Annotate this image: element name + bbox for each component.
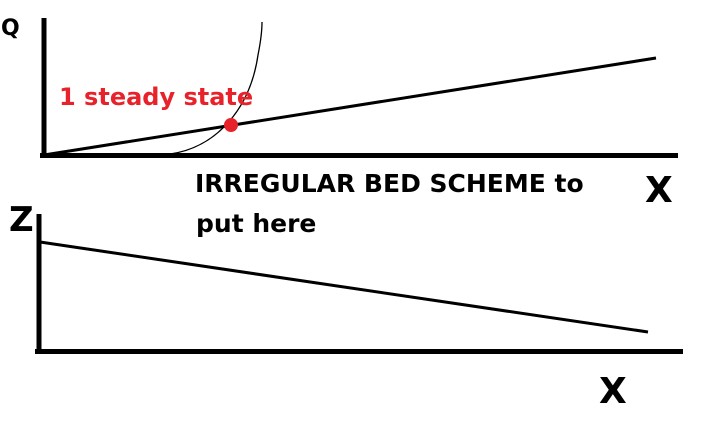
bottom-sloping-line <box>39 240 649 334</box>
scheme-note-line-1: IRREGULAR BED SCHEME to <box>195 169 584 198</box>
scheme-note-line-2: put here <box>196 209 316 238</box>
bottom-x-axis-label: X <box>599 371 627 412</box>
bottom-y-axis-label: Z <box>9 200 34 240</box>
top-steep-curve <box>169 21 263 155</box>
top-y-axis-label: Q <box>1 16 20 41</box>
bottom-plot: Z X <box>9 200 683 412</box>
scheme-note: IRREGULAR BED SCHEME to put here <box>195 169 584 238</box>
top-plot: Q 1 steady state X <box>1 16 678 211</box>
steady-state-annotation: 1 steady state <box>59 83 253 111</box>
top-x-axis-label: X <box>645 170 673 211</box>
top-straight-line <box>43 56 657 157</box>
steady-state-point <box>224 118 238 132</box>
